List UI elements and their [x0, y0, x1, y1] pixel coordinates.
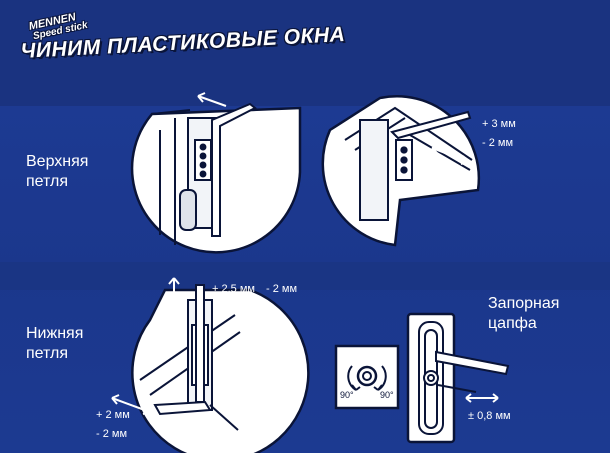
locking-pin-label-line2: цапфа: [488, 315, 537, 332]
measure-bottom-vertical-minus: - 2 мм: [266, 283, 298, 295]
locking-pin-label-line1: Запорная: [488, 295, 560, 312]
bottom-hinge-arrows: [111, 277, 180, 415]
section-label-bottom-hinge: Нижняя петля: [26, 324, 83, 364]
measure-top-right-plus: + 3 мм: [482, 118, 516, 130]
top-hinge-right-arrows: [431, 145, 469, 165]
header-band: [0, 0, 610, 106]
locking-pin-arrow: [465, 393, 499, 403]
measure-top-left: ± 1 мм: [240, 150, 274, 162]
measure-bottom-horizontal-plus: + 2 мм: [96, 409, 130, 421]
bottom-hinge-label-line2: петля: [26, 345, 69, 362]
measure-bottom-vertical-plus: + 2,5 мм: [212, 283, 255, 295]
measure-top-right-minus: - 2 мм: [482, 137, 514, 149]
top-hinge-left-arrows: [197, 92, 267, 143]
rotation-label-right: 90°: [380, 390, 394, 400]
top-hinge-label-line1: Верхняя: [26, 153, 89, 170]
bottom-hinge-illustration: [131, 284, 310, 453]
section-label-locking-pin: Запорная цапфа: [488, 294, 559, 334]
locking-pin-illustration: [406, 312, 510, 444]
rotation-box: [334, 344, 400, 410]
section-label-top-hinge: Верхняя петля: [26, 152, 88, 192]
rotation-label-left: 90°: [340, 390, 354, 400]
divider-band: [0, 262, 610, 290]
top-hinge-right-illustration: [321, 95, 481, 247]
top-hinge-label-line2: петля: [26, 173, 69, 190]
measure-locking-pin: ± 0,8 мм: [468, 410, 511, 422]
measure-bottom-horizontal-minus: - 2 мм: [96, 428, 128, 440]
bottom-hinge-label-line1: Нижняя: [26, 325, 84, 342]
top-hinge-left-illustration: [130, 102, 302, 254]
